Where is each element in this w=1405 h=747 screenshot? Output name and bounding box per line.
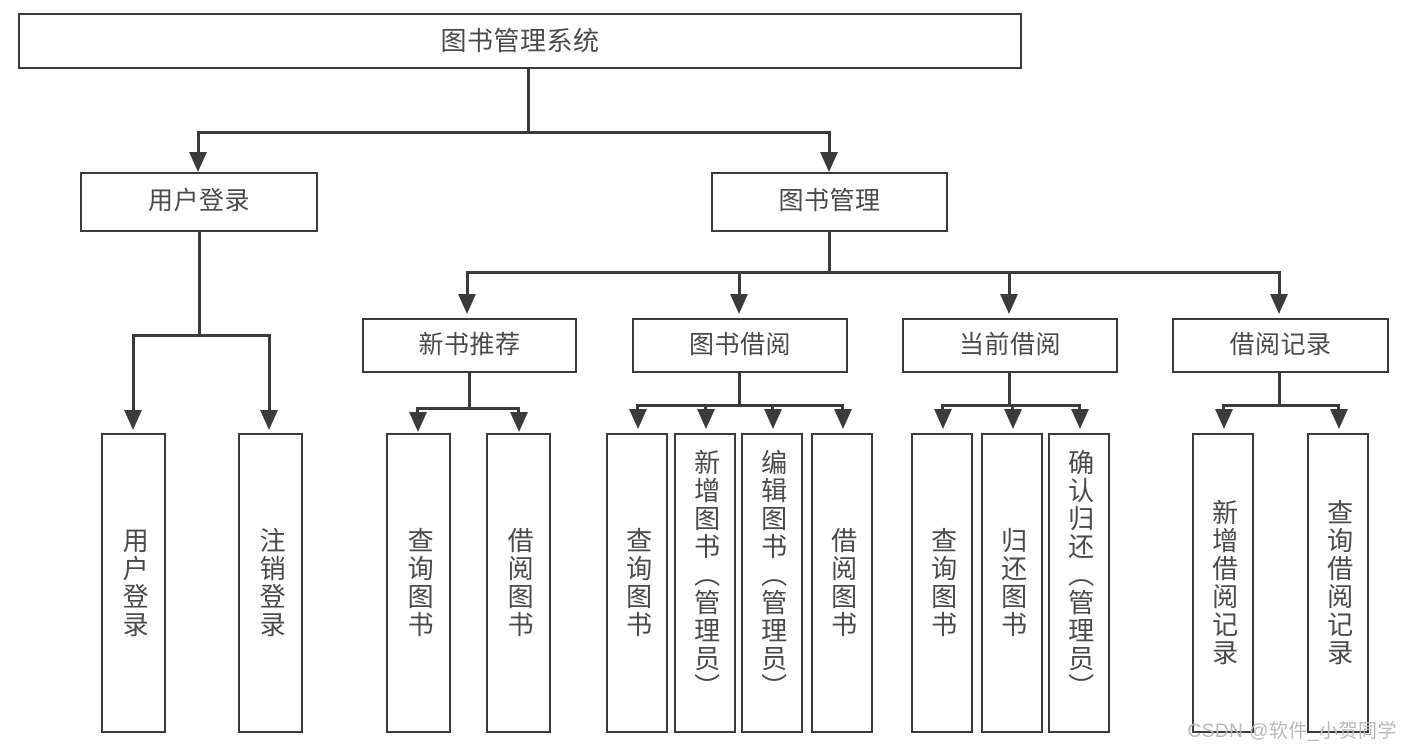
connector-root-to-user-login — [197, 131, 200, 154]
node-label: 图书借阅 — [688, 330, 791, 359]
connector-cb-leaf-2 — [1011, 404, 1014, 412]
arrowhead-br-leaf-1 — [1215, 409, 1233, 429]
connector-to-borrow-record — [1278, 271, 1281, 296]
leaf-borrow-book[interactable]: 借阅图书 — [811, 433, 873, 733]
node-label: 归还图书 — [997, 527, 1028, 639]
leaf-edit-book-admin[interactable]: 编辑图书（管理员） — [741, 433, 803, 733]
node-book-borrow[interactable]: 图书借阅 — [632, 318, 848, 373]
node-label: 用户登录 — [119, 527, 150, 639]
connector-book-borrow-bus — [636, 404, 844, 407]
arrowhead-cb-leaf-3 — [1071, 409, 1089, 429]
connector-user-login-leaf-1 — [132, 334, 135, 412]
connector-root-stem — [527, 69, 530, 133]
arrowhead-current-borrow — [1000, 294, 1018, 314]
node-label: 用户登录 — [147, 187, 250, 216]
connector-br-leaf-2 — [1337, 404, 1340, 412]
connector-cb-leaf-1 — [941, 404, 944, 412]
arrowhead-book-borrow — [730, 294, 748, 314]
leaf-add-borrow-record[interactable]: 新增借阅记录 — [1192, 433, 1254, 733]
connector-bb-leaf-4 — [841, 404, 844, 412]
arrowhead-leaf-logout — [260, 410, 278, 430]
node-label: 图书管理系统 — [440, 25, 600, 56]
arrowhead-nbr-leaf-2 — [510, 412, 528, 432]
arrowhead-nbr-leaf-1 — [409, 412, 427, 432]
node-book-management[interactable]: 图书管理 — [711, 172, 948, 232]
watermark: CSDN @软件_小贺同学 — [1187, 721, 1397, 742]
node-current-borrow[interactable]: 当前借阅 — [902, 318, 1118, 373]
node-label: 编辑图书（管理员） — [757, 449, 788, 701]
node-label: 查询借阅记录 — [1323, 499, 1354, 667]
connector-level3-bus — [466, 271, 1281, 274]
connector-root-bus — [197, 131, 831, 134]
arrowhead-bb-leaf-2 — [697, 409, 715, 429]
connector-book-borrow-stem — [738, 373, 741, 406]
connector-cb-leaf-3 — [1078, 404, 1081, 412]
arrowhead-bb-leaf-1 — [629, 409, 647, 429]
arrowhead-book-management — [820, 152, 838, 172]
arrowhead-user-login — [189, 152, 207, 172]
node-label: 借阅图书 — [827, 527, 858, 639]
node-borrow-record[interactable]: 借阅记录 — [1172, 318, 1389, 373]
connector-root-to-book-management — [828, 131, 831, 154]
connector-user-login-bus — [132, 334, 270, 337]
connector-book-management-stem — [828, 232, 831, 273]
arrowhead-cb-leaf-2 — [1004, 409, 1022, 429]
node-label: 注销登录 — [256, 527, 287, 639]
connector-bb-leaf-3 — [771, 404, 774, 412]
node-user-login[interactable]: 用户登录 — [80, 172, 318, 232]
node-new-book-recommend[interactable]: 新书推荐 — [362, 318, 577, 373]
node-label: 新书推荐 — [418, 330, 521, 359]
leaf-return-book[interactable]: 归还图书 — [981, 433, 1043, 733]
connector-to-book-borrow — [738, 271, 741, 296]
connector-new-book-recommend-stem — [468, 373, 471, 409]
leaf-query-book-recommend[interactable]: 查询图书 — [386, 433, 451, 733]
connector-borrow-record-stem — [1278, 373, 1281, 406]
arrowhead-leaf-user-login — [124, 410, 142, 430]
node-label: 借阅记录 — [1229, 330, 1332, 359]
arrowhead-br-leaf-2 — [1330, 409, 1348, 429]
connector-current-borrow-stem — [1008, 373, 1011, 406]
connector-borrow-record-bus — [1222, 404, 1340, 407]
connector-br-leaf-1 — [1222, 404, 1225, 412]
node-label: 借阅图书 — [504, 527, 535, 639]
node-root-book-management-system[interactable]: 图书管理系统 — [18, 13, 1022, 69]
leaf-query-book-current[interactable]: 查询图书 — [911, 433, 973, 733]
node-label: 新增借阅记录 — [1208, 499, 1239, 667]
leaf-logout[interactable]: 注销登录 — [238, 433, 303, 733]
node-label: 查询图书 — [622, 527, 653, 639]
node-label: 查询图书 — [404, 527, 435, 639]
leaf-add-book-admin[interactable]: 新增图书（管理员） — [674, 433, 736, 733]
connector-user-login-stem — [198, 232, 201, 336]
node-label: 图书管理 — [778, 187, 881, 216]
leaf-borrow-book-recommend[interactable]: 借阅图书 — [486, 433, 551, 733]
node-label: 当前借阅 — [958, 330, 1061, 359]
node-label: 新增图书（管理员） — [690, 449, 721, 701]
connector-nbr-leaf-1 — [416, 407, 419, 415]
connector-to-new-book-recommend — [466, 271, 469, 296]
connector-user-login-leaf-2 — [268, 334, 271, 412]
arrowhead-bb-leaf-4 — [834, 409, 852, 429]
arrowhead-new-book-recommend — [458, 294, 476, 314]
connector-bb-leaf-1 — [636, 404, 639, 412]
connector-to-current-borrow — [1008, 271, 1011, 296]
arrowhead-bb-leaf-3 — [764, 409, 782, 429]
connector-bb-leaf-2 — [704, 404, 707, 412]
node-label: 确认归还（管理员） — [1064, 449, 1095, 701]
leaf-confirm-return-admin[interactable]: 确认归还（管理员） — [1048, 433, 1110, 733]
connector-new-book-recommend-bus — [416, 407, 520, 410]
arrowhead-cb-leaf-1 — [934, 409, 952, 429]
leaf-query-book-borrow[interactable]: 查询图书 — [606, 433, 668, 733]
connector-nbr-leaf-2 — [517, 407, 520, 415]
leaf-user-login[interactable]: 用户登录 — [101, 433, 166, 733]
leaf-query-borrow-record[interactable]: 查询借阅记录 — [1307, 433, 1369, 733]
node-label: 查询图书 — [927, 527, 958, 639]
arrowhead-borrow-record — [1270, 294, 1288, 314]
